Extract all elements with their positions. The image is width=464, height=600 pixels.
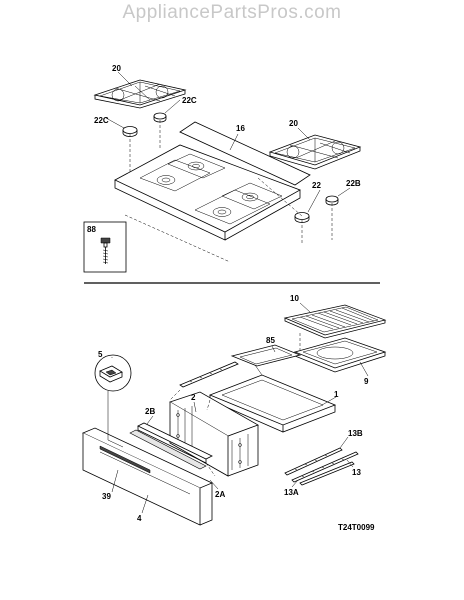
label-20-left: 20: [112, 64, 121, 73]
label-2: 2: [191, 393, 196, 402]
label-39: 39: [102, 492, 111, 501]
knob-detail: [94, 354, 132, 448]
label-22: 22: [312, 181, 321, 190]
top-rail: [179, 361, 239, 388]
label-4: 4: [137, 514, 142, 523]
label-9: 9: [364, 377, 369, 386]
grate-right: [268, 134, 362, 170]
door-glass: [129, 429, 207, 470]
label-85: 85: [266, 336, 275, 345]
door-inner-frame: [169, 391, 259, 477]
broiler-pan: [293, 337, 387, 373]
door-panel: [137, 422, 213, 464]
label-13b: 13B: [348, 429, 363, 438]
label-22c-upper: 22C: [182, 96, 197, 105]
label-22b: 22B: [346, 179, 361, 188]
oven-bottom: [208, 364, 337, 433]
label-16: 16: [236, 124, 245, 133]
diagram-code: T24T0099: [338, 523, 375, 532]
label-13a: 13A: [284, 488, 299, 497]
label-10: 10: [290, 294, 299, 303]
label-20-right: 20: [289, 119, 298, 128]
drawer-front: [82, 427, 213, 526]
drawer-rails: [284, 447, 359, 486]
screw-detail-box: [83, 221, 127, 273]
grate-left: [93, 79, 187, 109]
label-1: 1: [334, 390, 339, 399]
label-5: 5: [98, 350, 103, 359]
watermark: AppliancePartsPros.com: [122, 2, 342, 23]
cooktop: [114, 121, 311, 241]
label-88: 88: [87, 225, 96, 234]
label-13: 13: [352, 468, 361, 477]
broiler-pan-grid: [283, 304, 387, 339]
burner-shield: [230, 344, 302, 367]
label-22c-lower: 22C: [94, 116, 109, 125]
label-2b: 2B: [145, 407, 155, 416]
label-2a: 2A: [215, 490, 225, 499]
